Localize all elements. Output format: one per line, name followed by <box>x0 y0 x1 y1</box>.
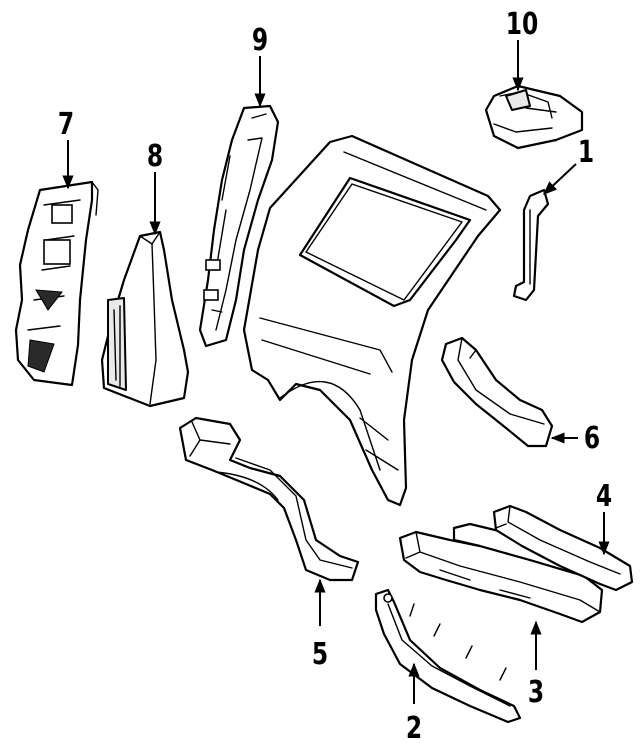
part-7-pillar-bracket <box>14 180 99 387</box>
callout-numbers: 7 8 9 10 1 6 4 5 3 2 <box>58 7 612 746</box>
callout-6: 6 <box>584 421 600 456</box>
leader-1 <box>542 163 577 195</box>
callout-1: 1 <box>578 135 594 170</box>
part-6-wheelhouse-ext <box>440 336 554 448</box>
part-5-wheelhouse <box>178 416 360 582</box>
part-9-d-pillar <box>198 104 280 348</box>
quarter-panel <box>242 134 502 507</box>
part-4-sill <box>492 504 634 592</box>
part-1-strip <box>512 188 550 302</box>
part-2-molding <box>374 588 522 724</box>
callout-3: 3 <box>528 675 544 710</box>
callout-9: 9 <box>252 23 268 58</box>
callout-10: 10 <box>506 7 539 42</box>
part-10-bracket-cap <box>484 84 584 150</box>
callout-5: 5 <box>312 637 328 672</box>
callout-8: 8 <box>147 139 163 174</box>
callout-7: 7 <box>58 107 74 142</box>
part-8-corner-panel <box>100 230 190 408</box>
callout-2: 2 <box>406 711 422 746</box>
callout-4: 4 <box>596 479 612 514</box>
leader-lines <box>62 40 610 704</box>
